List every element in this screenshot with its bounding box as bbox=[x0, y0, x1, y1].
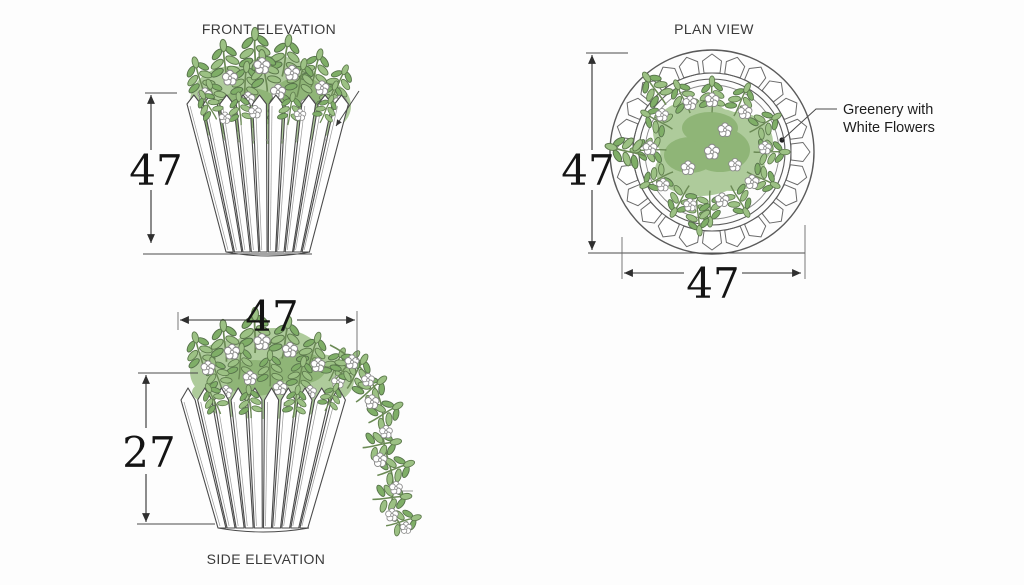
plan-horizontal-dimension: 47 bbox=[621, 225, 806, 308]
front-height-value: 47 bbox=[129, 146, 182, 195]
plan-view: PLAN VIEW bbox=[561, 21, 935, 308]
front-leader-line bbox=[335, 90, 360, 127]
plan-view-title: PLAN VIEW bbox=[674, 21, 754, 37]
plan-callout: Greenery with White Flowers bbox=[779, 102, 935, 143]
front-height-dimension: 47 bbox=[129, 92, 312, 255]
side-width-value: 47 bbox=[245, 292, 298, 341]
callout-leader-line bbox=[781, 108, 837, 141]
side-elevation-title: SIDE ELEVATION bbox=[207, 551, 326, 567]
side-greenery-front bbox=[194, 341, 426, 540]
callout-text-line2: White Flowers bbox=[843, 120, 935, 136]
side-elevation-view: SIDE ELEVATION bbox=[122, 292, 426, 567]
plan-horizontal-value: 47 bbox=[686, 259, 739, 308]
plan-vertical-dimension: 47 bbox=[561, 52, 805, 254]
side-height-value: 27 bbox=[122, 428, 175, 477]
plan-vertical-value: 47 bbox=[561, 146, 614, 195]
front-elevation-title: FRONT ELEVATION bbox=[202, 21, 336, 37]
side-height-dimension: 27 bbox=[122, 372, 215, 525]
front-planter bbox=[186, 94, 349, 257]
front-elevation-view: FRONT ELEVATION bbox=[129, 21, 361, 257]
plan-greenery bbox=[600, 63, 791, 238]
side-width-dimension: 47 bbox=[177, 292, 358, 360]
side-planter bbox=[180, 387, 346, 533]
callout-text-line1: Greenery with bbox=[843, 102, 933, 118]
